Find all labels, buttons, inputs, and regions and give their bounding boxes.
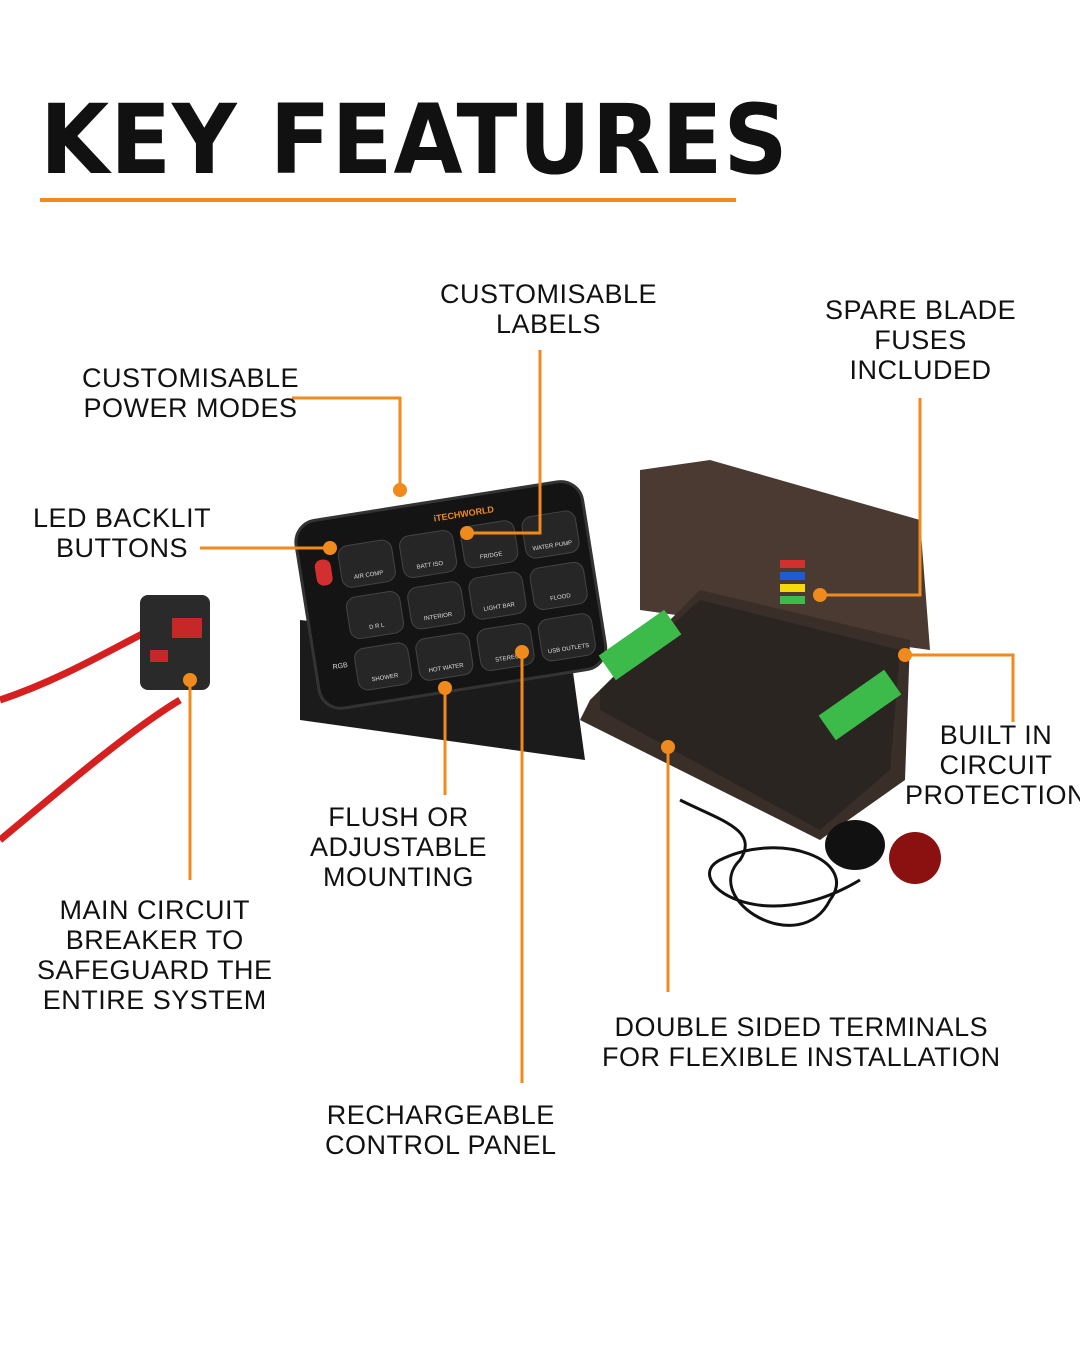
title-underline (40, 198, 736, 202)
panel-button[interactable] (468, 571, 528, 621)
panel-button[interactable] (353, 641, 413, 691)
antenna-base (825, 820, 885, 870)
panel-button[interactable] (337, 539, 397, 589)
page-title: KEY FEATURES (40, 84, 789, 196)
panel-button-label: FLOOD (550, 593, 572, 602)
panel-button[interactable] (406, 580, 466, 630)
panel-button-label: STEREO (495, 654, 521, 664)
panel-button[interactable] (537, 612, 597, 662)
callout-led-buttons: LED BACKLIT BUTTONS (33, 503, 212, 563)
panel-button-label: AIR COMP (354, 570, 384, 581)
antenna-cable (679, 798, 861, 927)
panel-button-label: INTERIOR (423, 612, 453, 623)
panel-button-label: FRIDGE (480, 551, 503, 560)
callout-rechargeable: RECHARGEABLE CONTROL PANEL (325, 1100, 557, 1160)
callout-spare-fuses: SPARE BLADE FUSES INCLUDED (825, 295, 1017, 385)
panel-button-label: SHOWER (371, 673, 399, 683)
callout-circuit-protection: BUILT IN CIRCUIT PROTECTION (905, 720, 1080, 810)
panel-button[interactable] (529, 561, 589, 611)
panel-button[interactable] (345, 590, 405, 640)
callout-labels: CUSTOMISABLE LABELS (440, 279, 658, 339)
panel-button[interactable] (414, 632, 474, 682)
callout-mounting: FLUSH OR ADJUSTABLE MOUNTING (310, 802, 488, 892)
panel-button-label: BATT ISO (416, 561, 444, 571)
callout-terminals: DOUBLE SIDED TERMINALS FOR FLEXIBLE INST… (602, 1012, 1001, 1072)
panel-button-label: HOT WATER (428, 663, 464, 675)
panel-button[interactable] (476, 622, 536, 672)
adhesive-pad (889, 832, 941, 884)
panel-button[interactable] (521, 510, 581, 560)
callout-power-modes: CUSTOMISABLE POWER MODES (82, 363, 300, 423)
panel-button-label: LIGHT BAR (483, 602, 516, 613)
power-button[interactable] (314, 558, 334, 586)
panel-button-label: D R L (369, 623, 386, 631)
rgb-button-label: RGB (332, 662, 348, 671)
callout-main-breaker: MAIN CIRCUIT BREAKER TO SAFEGUARD THE EN… (37, 895, 273, 1015)
panel-button[interactable] (398, 529, 458, 579)
circuit-breaker (140, 595, 210, 690)
